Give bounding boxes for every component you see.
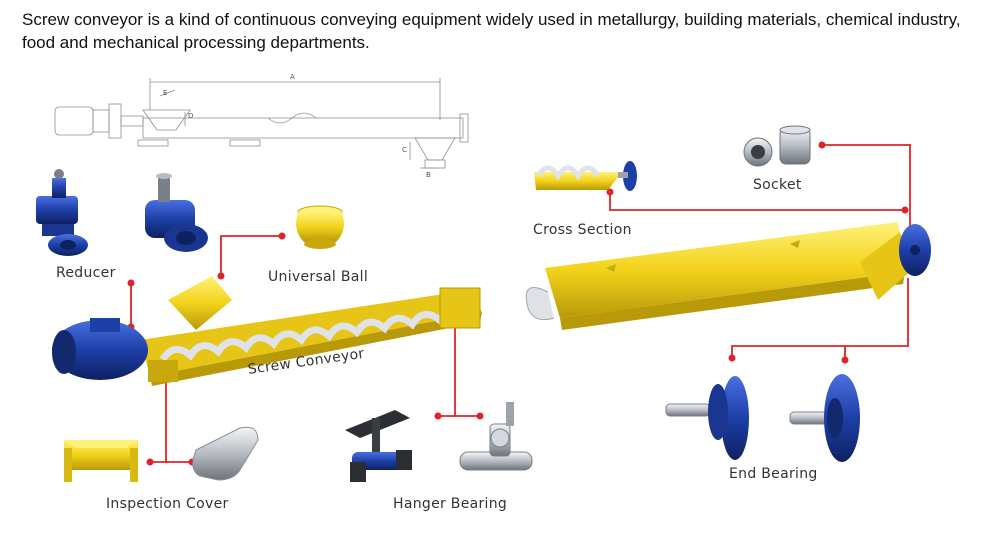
dim-b-label: B bbox=[426, 171, 431, 179]
connector-lines bbox=[130, 144, 911, 463]
label-reducer: Reducer bbox=[56, 265, 116, 281]
socket-icon bbox=[743, 125, 811, 167]
label-hanger-bearing: Hanger Bearing bbox=[393, 496, 508, 512]
universal-ball-icon bbox=[296, 205, 344, 249]
label-end-bearing: End Bearing bbox=[729, 466, 818, 482]
hanger-bearing-icon bbox=[345, 402, 533, 482]
inspection-cover-icon bbox=[64, 426, 259, 482]
screw-conveyor-icon bbox=[52, 276, 482, 386]
large-conveyor-icon bbox=[525, 222, 931, 330]
drawing-icon bbox=[54, 78, 469, 169]
dim-a-label: A bbox=[290, 73, 295, 81]
cross-section-icon bbox=[534, 161, 637, 191]
dim-d-label: D bbox=[188, 112, 193, 120]
end-bearing-icon bbox=[665, 374, 860, 462]
label-inspection-cover: Inspection Cover bbox=[106, 496, 229, 512]
dim-e-label: E bbox=[163, 89, 167, 97]
reducer-icon bbox=[36, 169, 208, 256]
label-socket: Socket bbox=[753, 177, 802, 193]
label-cross-section: Cross Section bbox=[533, 222, 632, 238]
intro-text: Screw conveyor is a kind of continuous c… bbox=[22, 10, 961, 52]
label-universal-ball: Universal Ball bbox=[268, 269, 369, 285]
dim-c-label: C bbox=[402, 146, 407, 154]
